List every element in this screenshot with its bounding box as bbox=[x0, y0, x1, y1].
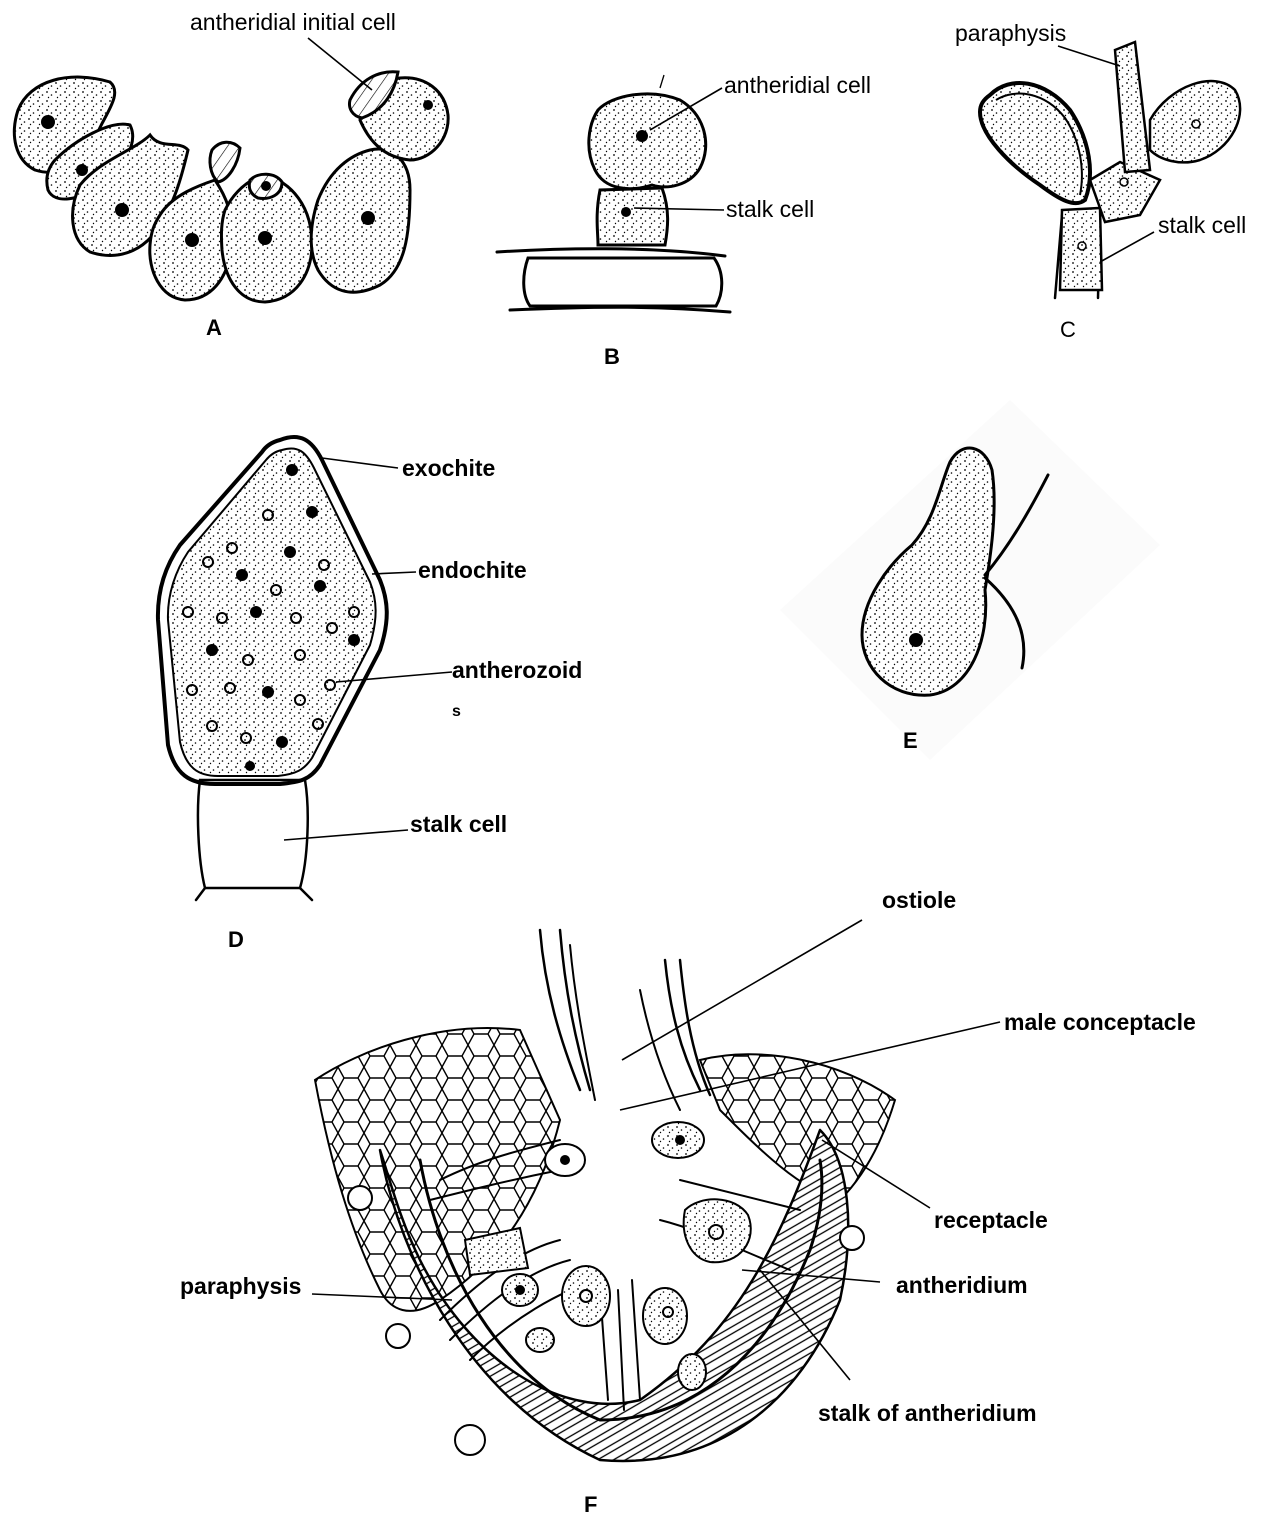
label-stalk-cell-c: stalk cell bbox=[1158, 212, 1246, 238]
paraphysis-c bbox=[1115, 42, 1150, 172]
label-male-conceptacle: male conceptacle bbox=[1004, 1009, 1196, 1035]
label-receptacle: receptacle bbox=[934, 1207, 1048, 1233]
figure-c: paraphysis stalk cell C bbox=[955, 20, 1246, 342]
label-stalk-of-antheridium: stalk of antheridium bbox=[818, 1400, 1037, 1426]
figure-d: exochite endochite antherozoid s stalk c… bbox=[158, 437, 582, 952]
figure-letter-e: E bbox=[903, 728, 918, 753]
label-paraphysis-c: paraphysis bbox=[955, 20, 1066, 46]
label-ostiole: ostiole bbox=[882, 887, 956, 913]
leader-paraphysis-c bbox=[1058, 46, 1120, 66]
receptacle-tissue-right bbox=[700, 1054, 895, 1200]
antheridium-c bbox=[980, 83, 1090, 203]
figure-f: ostiole male conceptacle receptacle para… bbox=[180, 887, 1196, 1517]
stalk-cell-b bbox=[597, 188, 668, 245]
cell-right-c bbox=[1150, 81, 1240, 162]
label-stalk-cell-b: stalk cell bbox=[726, 196, 814, 222]
label-paraphysis-f: paraphysis bbox=[180, 1273, 301, 1299]
nucleus-antheridial-b bbox=[636, 130, 648, 142]
label-antheridium: antheridium bbox=[896, 1272, 1028, 1298]
leader-stalk-cell-c bbox=[1100, 232, 1154, 262]
stalk-base-d bbox=[196, 888, 312, 900]
leader-antheridial-initial-cell bbox=[308, 38, 372, 90]
nucleus-stalk-b bbox=[621, 207, 631, 217]
label-antherozoid-cut: s bbox=[452, 703, 461, 720]
figure-letter-c: C bbox=[1060, 317, 1076, 342]
stalk-cell-d bbox=[198, 780, 308, 888]
label-endochite: endochite bbox=[418, 557, 527, 583]
leader-endochite bbox=[372, 572, 416, 574]
label-antheridial-initial-cell: antheridial initial cell bbox=[190, 9, 396, 35]
label-antheridial-cell: antheridial cell bbox=[724, 72, 871, 98]
figure-letter-d: D bbox=[228, 927, 244, 952]
figure-a: antheridial initial cell A bbox=[14, 9, 448, 340]
filament-lower-wall bbox=[510, 307, 730, 312]
wall-mark-b bbox=[660, 75, 664, 88]
figure-letter-b: B bbox=[604, 344, 620, 369]
figure-e: E bbox=[780, 400, 1160, 760]
label-exochite: exochite bbox=[402, 455, 495, 481]
label-stalk-cell-d: stalk cell bbox=[410, 811, 507, 837]
figure-b: antheridial cell stalk cell B bbox=[497, 72, 871, 369]
label-antherozoid: antherozoid bbox=[452, 657, 582, 683]
leader-ostiole bbox=[622, 920, 862, 1060]
filament-upper-wall bbox=[497, 249, 725, 256]
stalk-cell-c bbox=[1060, 208, 1102, 290]
nucleus-e bbox=[909, 633, 923, 647]
figure-letter-f: F bbox=[584, 1492, 597, 1517]
ostiole-hairs-left bbox=[540, 930, 595, 1100]
ostiole-hairs-right bbox=[640, 960, 710, 1110]
filament-cells-a bbox=[14, 72, 448, 302]
figure-letter-a: A bbox=[206, 315, 222, 340]
endochite-d bbox=[168, 448, 376, 776]
leader-exochite bbox=[322, 458, 398, 468]
filament-cell-b bbox=[524, 258, 722, 306]
